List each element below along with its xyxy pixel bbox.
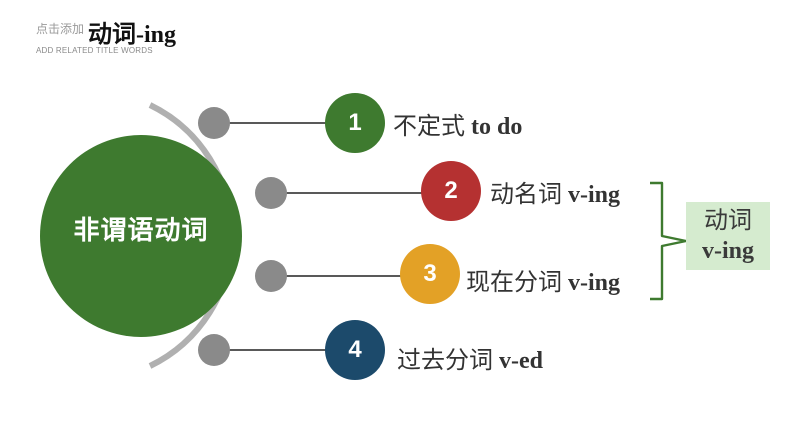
- number-circle-4: [325, 320, 385, 380]
- item-form-3: v-ing: [568, 270, 621, 296]
- item-term-4: 过去分词: [397, 348, 493, 374]
- item-number-3: 3: [423, 260, 437, 287]
- summary-line-2: v-ing: [701, 238, 754, 264]
- header-subtitle: 点击添加: [36, 22, 85, 36]
- main-circle-label: 非谓语动词: [73, 215, 209, 245]
- connector-dot-4: [198, 334, 230, 366]
- grouping-bracket: [650, 181, 688, 301]
- item-label-3: 现在分词 v-ing: [466, 262, 620, 297]
- item-term-3: 现在分词: [466, 270, 562, 296]
- summary-box: 动词 v-ing: [686, 202, 770, 270]
- item-label-1: 不定式 to do: [393, 106, 522, 141]
- connector-dot-1: [198, 107, 230, 139]
- number-circle-3: [400, 244, 460, 304]
- item-form-1: to do: [471, 114, 523, 140]
- summary-line-1: 动词: [704, 208, 752, 234]
- number-circle-1: [325, 93, 385, 153]
- item-form-4: v-ed: [499, 348, 543, 374]
- header-subtitle-en: ADD RELATED TITLE WORDS: [36, 46, 153, 55]
- main-circle: [40, 135, 242, 337]
- item-number-4: 4: [348, 336, 362, 363]
- connector-dot-3: [255, 260, 287, 292]
- number-circle-2: [421, 161, 481, 221]
- item-term-2: 动名词: [490, 182, 562, 208]
- slide-title: 动词-ing: [88, 22, 177, 48]
- item-label-2: 动名词 v-ing: [490, 174, 620, 209]
- item-number-2: 2: [444, 177, 458, 204]
- item-form-2: v-ing: [568, 182, 621, 208]
- connector-dot-2: [255, 177, 287, 209]
- item-number-1: 1: [348, 109, 362, 136]
- item-term-1: 不定式: [393, 114, 465, 140]
- item-label-4: 过去分词 v-ed: [397, 340, 543, 375]
